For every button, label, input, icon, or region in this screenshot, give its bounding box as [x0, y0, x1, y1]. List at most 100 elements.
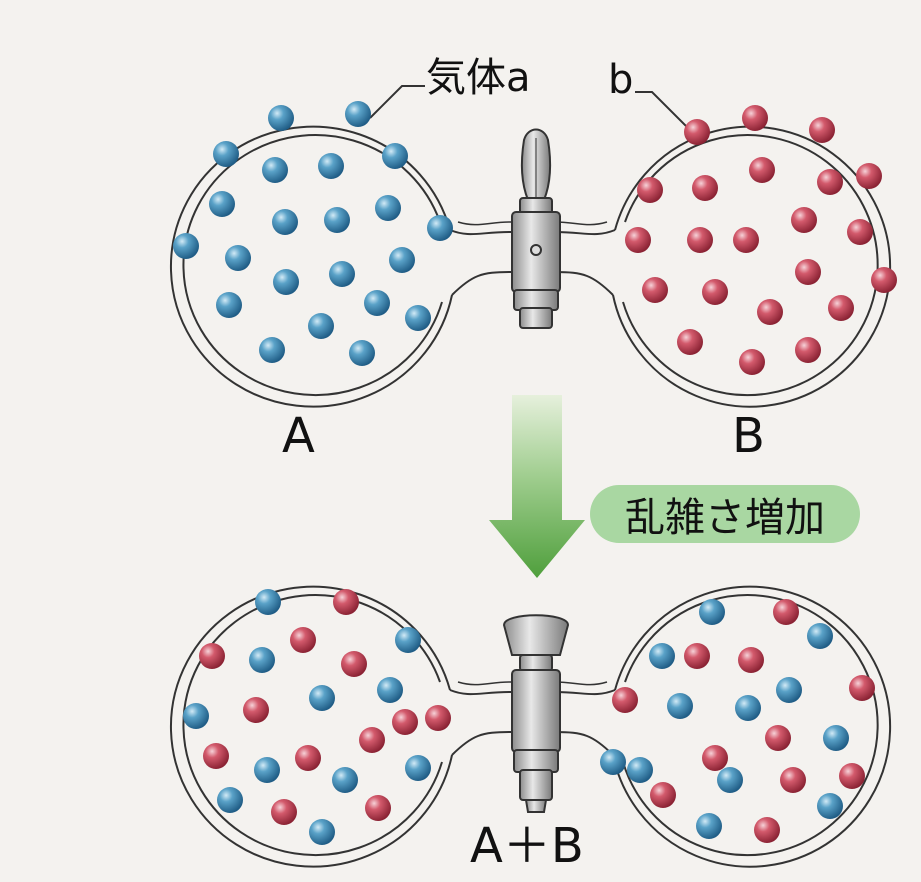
- gas-b-molecule: [849, 675, 875, 701]
- gas-b-molecule: [754, 817, 780, 843]
- gas-a-molecule: [225, 245, 251, 271]
- gas-b-molecule: [203, 743, 229, 769]
- gas-a-molecule: [375, 195, 401, 221]
- gas-b-molecule: [839, 763, 865, 789]
- gas-a-molecule: [427, 215, 453, 241]
- gas-a-molecule: [823, 725, 849, 751]
- gas-b-molecule: [733, 227, 759, 253]
- gas-b-molecule: [871, 267, 897, 293]
- gas-a-molecule: [627, 757, 653, 783]
- gas-b-molecule: [341, 651, 367, 677]
- gas-a-molecule: [216, 292, 242, 318]
- gas-a-molecule: [395, 627, 421, 653]
- flask-a-after: [170, 585, 453, 868]
- gas-a-molecule: [309, 685, 335, 711]
- gas-b-molecule: [765, 725, 791, 751]
- gas-a-molecule: [173, 233, 199, 259]
- gas-b-molecule: [333, 589, 359, 615]
- gas-a-label: 気体a: [426, 55, 531, 101]
- gas-b-molecule: [780, 767, 806, 793]
- gas-a-molecule: [254, 757, 280, 783]
- gas-a-molecule: [332, 767, 358, 793]
- gas-a-molecule: [776, 677, 802, 703]
- stopcock-handle-open: [502, 614, 570, 656]
- gas-a-molecule: [273, 269, 299, 295]
- gas-b-label: b: [608, 57, 634, 103]
- gas-b-molecule: [625, 227, 651, 253]
- gas-b-molecule: [739, 349, 765, 375]
- gas-a-molecule: [600, 749, 626, 775]
- flask-b-after: [612, 585, 892, 868]
- gas-b-molecule: [243, 697, 269, 723]
- gas-a-molecule: [262, 157, 288, 183]
- gas-b-molecule: [642, 277, 668, 303]
- gas-a-molecule: [345, 101, 371, 127]
- flask-a-before: [170, 125, 453, 408]
- gas-a-molecule: [259, 337, 285, 363]
- gas-a-molecule: [817, 793, 843, 819]
- gas-b-molecule: [692, 175, 718, 201]
- gas-a-molecule: [329, 261, 355, 287]
- gas-b-molecule: [199, 643, 225, 669]
- gas-b-molecule: [684, 119, 710, 145]
- gas-b-molecule: [295, 745, 321, 771]
- gas-b-molecule: [847, 219, 873, 245]
- gas-a-molecule: [318, 153, 344, 179]
- gas-a-molecule: [389, 247, 415, 273]
- gas-b-molecule: [650, 782, 676, 808]
- gas-b-molecule: [742, 105, 768, 131]
- gas-a-molecule: [717, 767, 743, 793]
- gas-a-molecule: [309, 819, 335, 845]
- gas-b-molecule: [809, 117, 835, 143]
- gas-a-molecule: [272, 209, 298, 235]
- gas-b-molecule: [425, 705, 451, 731]
- gas-b-molecule: [757, 299, 783, 325]
- gas-a-molecule: [308, 313, 334, 339]
- mixed-label: A＋B: [470, 818, 584, 874]
- gas-a-molecule: [324, 207, 350, 233]
- gas-b-molecule: [612, 687, 638, 713]
- flask-a-label: A: [282, 408, 315, 464]
- gas-b-molecule: [365, 795, 391, 821]
- gas-b-molecule: [637, 177, 663, 203]
- molecules-layer: [173, 101, 897, 845]
- leader-line-gas-a: [369, 85, 425, 119]
- gas-b-molecule: [828, 295, 854, 321]
- gas-a-molecule: [405, 305, 431, 331]
- valve-open: [502, 614, 570, 813]
- gas-a-molecule: [696, 813, 722, 839]
- gas-b-molecule: [795, 337, 821, 363]
- leader-line-gas-b: [635, 91, 693, 133]
- gas-b-molecule: [677, 329, 703, 355]
- gas-b-molecule: [773, 599, 799, 625]
- gas-a-molecule: [364, 290, 390, 316]
- gas-a-molecule: [217, 787, 243, 813]
- flask-b-label: B: [732, 408, 765, 464]
- gas-a-molecule: [667, 693, 693, 719]
- gas-a-molecule: [382, 143, 408, 169]
- gas-a-molecule: [807, 623, 833, 649]
- entropy-increase-badge: 乱雑さ増加: [590, 485, 860, 543]
- gas-a-molecule: [377, 677, 403, 703]
- gas-b-molecule: [791, 207, 817, 233]
- gas-a-molecule: [349, 340, 375, 366]
- gas-b-molecule: [817, 169, 843, 195]
- gas-a-molecule: [735, 695, 761, 721]
- gas-a-molecule: [213, 141, 239, 167]
- gas-b-molecule: [359, 727, 385, 753]
- gas-b-molecule: [702, 279, 728, 305]
- gas-b-molecule: [290, 627, 316, 653]
- gas-b-molecule: [856, 163, 882, 189]
- gas-a-molecule: [255, 589, 281, 615]
- gas-b-molecule: [795, 259, 821, 285]
- gas-b-molecule: [749, 157, 775, 183]
- gas-b-molecule: [271, 799, 297, 825]
- gas-a-molecule: [209, 191, 235, 217]
- gas-b-molecule: [687, 227, 713, 253]
- gas-a-molecule: [249, 647, 275, 673]
- gas-a-molecule: [268, 105, 294, 131]
- valve-closed: [511, 128, 561, 329]
- gas-a-molecule: [183, 703, 209, 729]
